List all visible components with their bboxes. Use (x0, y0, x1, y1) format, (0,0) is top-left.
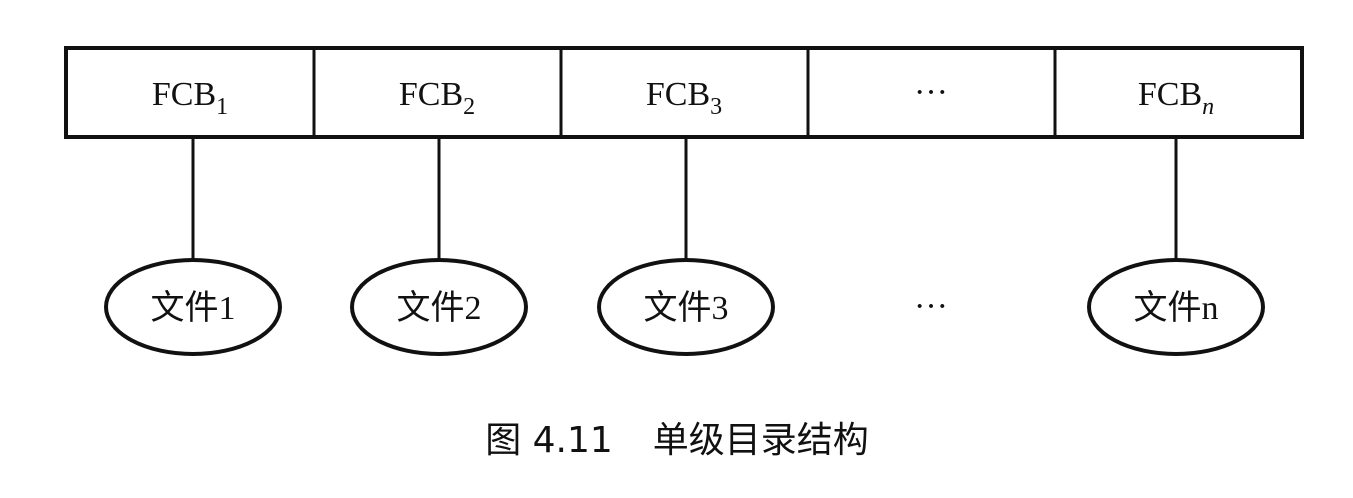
fcb-cell-n: FCBn (1138, 76, 1214, 120)
fcb-table (64, 46, 1304, 139)
file-label-3: 文件3 (644, 289, 729, 327)
fcb-cell-1: FCB1 (152, 76, 228, 120)
file-label-1: 文件1 (151, 289, 236, 327)
file-node-n (1087, 258, 1265, 356)
file-ellipsis: ··· (914, 288, 948, 325)
file-node-3 (597, 258, 775, 356)
file-node-1 (104, 258, 282, 356)
file-label-2: 文件2 (397, 289, 482, 327)
fcb-cell-3: FCB3 (646, 76, 722, 120)
file-label-n: 文件n (1134, 289, 1219, 327)
fcb-cell-2: FCB2 (399, 76, 475, 120)
fcb-cell-ellipsis: ··· (914, 74, 948, 111)
file-node-2 (350, 258, 528, 356)
